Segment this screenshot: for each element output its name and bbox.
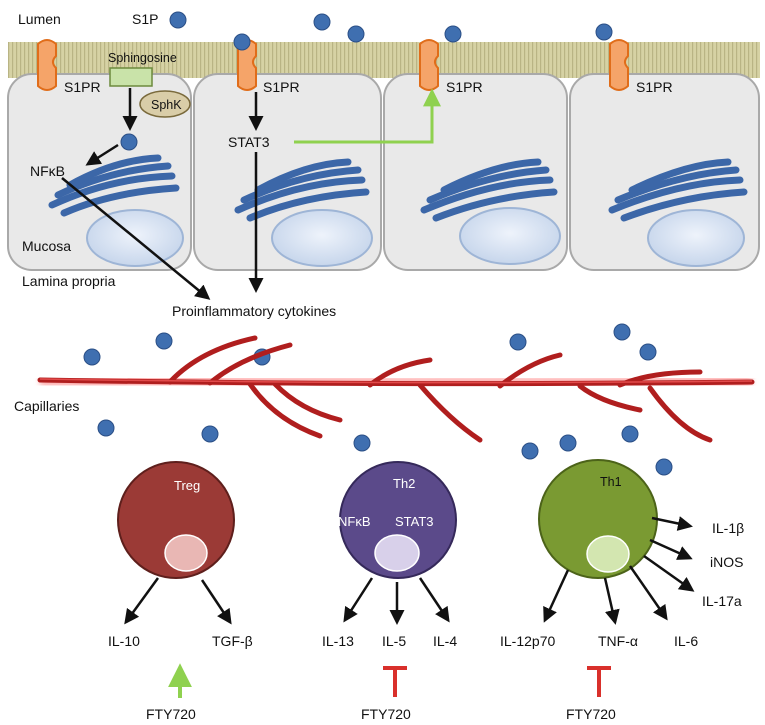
proinflammatory-label: Proinflammatory cytokines [172,303,336,319]
cytokine-label: IL-13 [322,633,354,649]
th2-cell [339,461,457,579]
er-stack-icon [420,158,558,222]
s1p-molecule [621,425,639,443]
treg-cell [117,461,235,579]
cytokine-label: IL-17a [702,593,742,609]
s1p-molecule [655,458,673,476]
cytokine-label: IL-4 [433,633,457,649]
s1p-to-nfkb-arrow [85,143,119,166]
s1p-molecule [313,13,331,31]
fty720-label-th2: FTY720 [361,706,411,722]
s1p-molecule [83,348,101,366]
epithelial-cell-4 [569,73,760,271]
cytokine-label: IL-10 [108,633,140,649]
nfkb-to-cytokines-arrow [61,177,211,300]
cytokine-output-arrows [124,516,695,625]
s1p-molecule [120,133,138,151]
s1pr-label-3: S1PR [446,79,483,95]
signaling-arrows [61,88,264,300]
sphk-enzyme [139,90,191,118]
treg-name: Treg [174,478,200,493]
sphk-label: SphK [151,98,182,112]
fty720-label-treg: FTY720 [146,706,196,722]
epithelial-cell-3 [383,73,568,271]
s1p-molecules [83,11,673,476]
er-stack-icon [608,158,748,222]
s1p-molecule [155,332,173,350]
s1pr-label-2: S1PR [263,79,300,95]
nucleus-icon [459,207,561,265]
cytokine-label: TNF-α [598,633,638,649]
s1p-receptor-icon [609,39,629,91]
fty720-inhibit-symbol [383,666,407,697]
sphingosine-label: Sphingosine [108,51,177,65]
s1p-molecule [233,33,251,51]
s1p-molecule [169,11,187,29]
er-stack-icon [48,154,180,217]
nucleus-icon [586,535,630,573]
fty720-label-th1: FTY720 [566,706,616,722]
s1p-molecule [444,25,462,43]
s1p-molecule [201,425,219,443]
th2-inner-nfkb: NFκB [338,514,371,529]
nucleus-icon [271,209,373,267]
lumen-label: Lumen [18,11,61,27]
s1p-molecule [97,419,115,437]
capillaries-label: Capillaries [14,398,79,414]
th1-name: Th1 [600,475,622,489]
s1p-molecule [613,323,631,341]
s1p-receptor-icon [37,39,57,91]
nucleus-icon [164,534,208,572]
cytokine-label: TGF-β [212,633,253,649]
epithelial-layer [7,39,760,271]
stat3-label: STAT3 [228,134,270,150]
s1p-molecule [509,333,527,351]
s1p-receptor-icon [419,39,439,91]
nucleus-icon [647,209,745,267]
nfkb-label: NFκB [30,163,65,179]
th2-name: Th2 [393,476,415,491]
lamina-propria-label: Lamina propria [22,273,116,289]
epithelial-cell-2 [193,73,382,271]
s1p-molecule [639,343,657,361]
s1p-molecule [347,25,365,43]
sphingosine-box [109,67,153,87]
s1p-label: S1P [132,11,158,27]
s1p-molecule [353,434,371,452]
stat3-to-s1pr-upregulation-arrow [294,88,441,144]
s1pr-label-4: S1PR [636,79,673,95]
cytokine-label: IL-5 [382,633,406,649]
mucosa-label: Mucosa [22,238,71,254]
cytokine-label: iNOS [710,554,743,570]
s1pr-label-1: S1PR [64,79,101,95]
capillaries [37,335,755,443]
s1p-molecule [559,434,577,452]
s1p-molecule [595,23,613,41]
th2-inner-stat3: STAT3 [395,514,434,529]
nucleus-icon [374,534,420,572]
cytokine-label: IL-12p70 [500,633,555,649]
er-stack-icon [234,158,370,222]
cytokine-label: IL-1β [712,520,744,536]
th1-cell [538,459,658,579]
s1p-molecule [521,442,539,460]
cytokine-label: IL-6 [674,633,698,649]
fty720-inhibit-symbol [587,666,611,697]
